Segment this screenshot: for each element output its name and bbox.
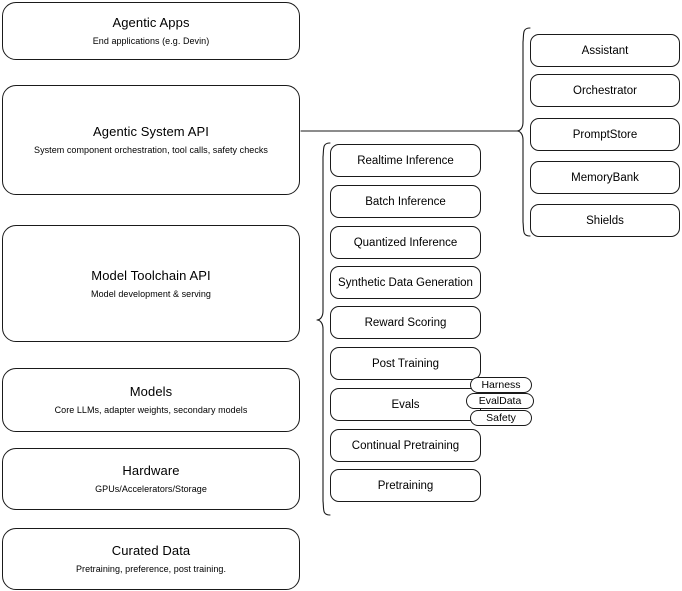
toolchain-item-label: Continual Pretraining — [351, 439, 460, 452]
eval-badge-label: EvalData — [478, 395, 522, 407]
toolchain-item-label: Batch Inference — [365, 195, 446, 208]
system-item-orchestrator[interactable]: Orchestrator — [530, 74, 680, 107]
toolchain-item-reward-scoring[interactable]: Reward Scoring — [330, 306, 481, 339]
layer-subtitle: GPUs/Accelerators/Storage — [95, 484, 207, 494]
layer-box-agentic-system-api[interactable]: Agentic System API System component orch… — [2, 85, 300, 195]
system-item-memorybank[interactable]: MemoryBank — [530, 161, 680, 194]
eval-badge-label: Safety — [486, 412, 516, 424]
toolchain-item-quantized-inference[interactable]: Quantized Inference — [330, 226, 481, 259]
layer-subtitle: Model development & serving — [91, 288, 211, 299]
layer-box-curated-data[interactable]: Curated Data Pretraining, preference, po… — [2, 528, 300, 590]
toolchain-item-evals[interactable]: Evals — [330, 388, 481, 421]
toolchain-item-label: Reward Scoring — [364, 316, 447, 329]
layer-box-agentic-apps[interactable]: Agentic Apps End applications (e.g. Devi… — [2, 2, 300, 60]
system-item-label: Orchestrator — [573, 84, 637, 97]
layer-subtitle: Pretraining, preference, post training. — [75, 564, 227, 574]
toolchain-item-label: Post Training — [371, 357, 440, 370]
toolchain-item-realtime-inference[interactable]: Realtime Inference — [330, 144, 481, 177]
toolchain-item-continual-pretraining[interactable]: Continual Pretraining — [330, 429, 481, 462]
toolchain-item-batch-inference[interactable]: Batch Inference — [330, 185, 481, 218]
system-item-label: Shields — [586, 214, 624, 227]
toolchain-item-post-training[interactable]: Post Training — [330, 347, 481, 380]
layer-title: Model Toolchain API — [91, 267, 211, 283]
layer-title: Agentic Apps — [112, 15, 190, 30]
toolchain-item-synthetic-data-generation[interactable]: Synthetic Data Generation — [330, 266, 481, 299]
system-item-promptstore[interactable]: PromptStore — [530, 118, 680, 151]
system-item-label: MemoryBank — [571, 171, 639, 184]
toolchain-item-label: Synthetic Data Generation — [338, 276, 473, 289]
layer-box-models[interactable]: Models Core LLMs, adapter weights, secon… — [2, 368, 300, 432]
layer-title: Hardware — [122, 463, 180, 478]
eval-badge-evaldata[interactable]: EvalData — [466, 393, 534, 409]
agentic-system-brace — [516, 27, 531, 237]
toolchain-item-label: Pretraining — [377, 479, 434, 492]
layer-subtitle: System component orchestration, tool cal… — [34, 145, 268, 155]
system-item-label: Assistant — [581, 44, 629, 57]
eval-badge-safety[interactable]: Safety — [470, 410, 532, 426]
layer-box-model-toolchain-api[interactable]: Model Toolchain API Model development & … — [2, 225, 300, 342]
eval-badge-label: Harness — [481, 379, 521, 391]
toolchain-item-label: Quantized Inference — [353, 236, 458, 249]
layer-title: Agentic System API — [93, 124, 209, 139]
eval-badge-harness[interactable]: Harness — [470, 377, 532, 393]
toolchain-item-pretraining[interactable]: Pretraining — [330, 469, 481, 502]
system-item-label: PromptStore — [572, 128, 638, 141]
layer-title: Models — [129, 384, 173, 399]
layer-subtitle: Core LLMs, adapter weights, secondary mo… — [54, 405, 248, 415]
layer-subtitle: End applications (e.g. Devin) — [92, 36, 210, 46]
layer-title: Curated Data — [111, 543, 191, 558]
toolchain-item-label: Evals — [391, 398, 420, 411]
model-toolchain-brace — [316, 142, 331, 516]
layer-box-hardware[interactable]: Hardware GPUs/Accelerators/Storage — [2, 448, 300, 510]
system-item-shields[interactable]: Shields — [530, 204, 680, 237]
toolchain-item-label: Realtime Inference — [357, 154, 454, 167]
system-item-assistant[interactable]: Assistant — [530, 34, 680, 67]
